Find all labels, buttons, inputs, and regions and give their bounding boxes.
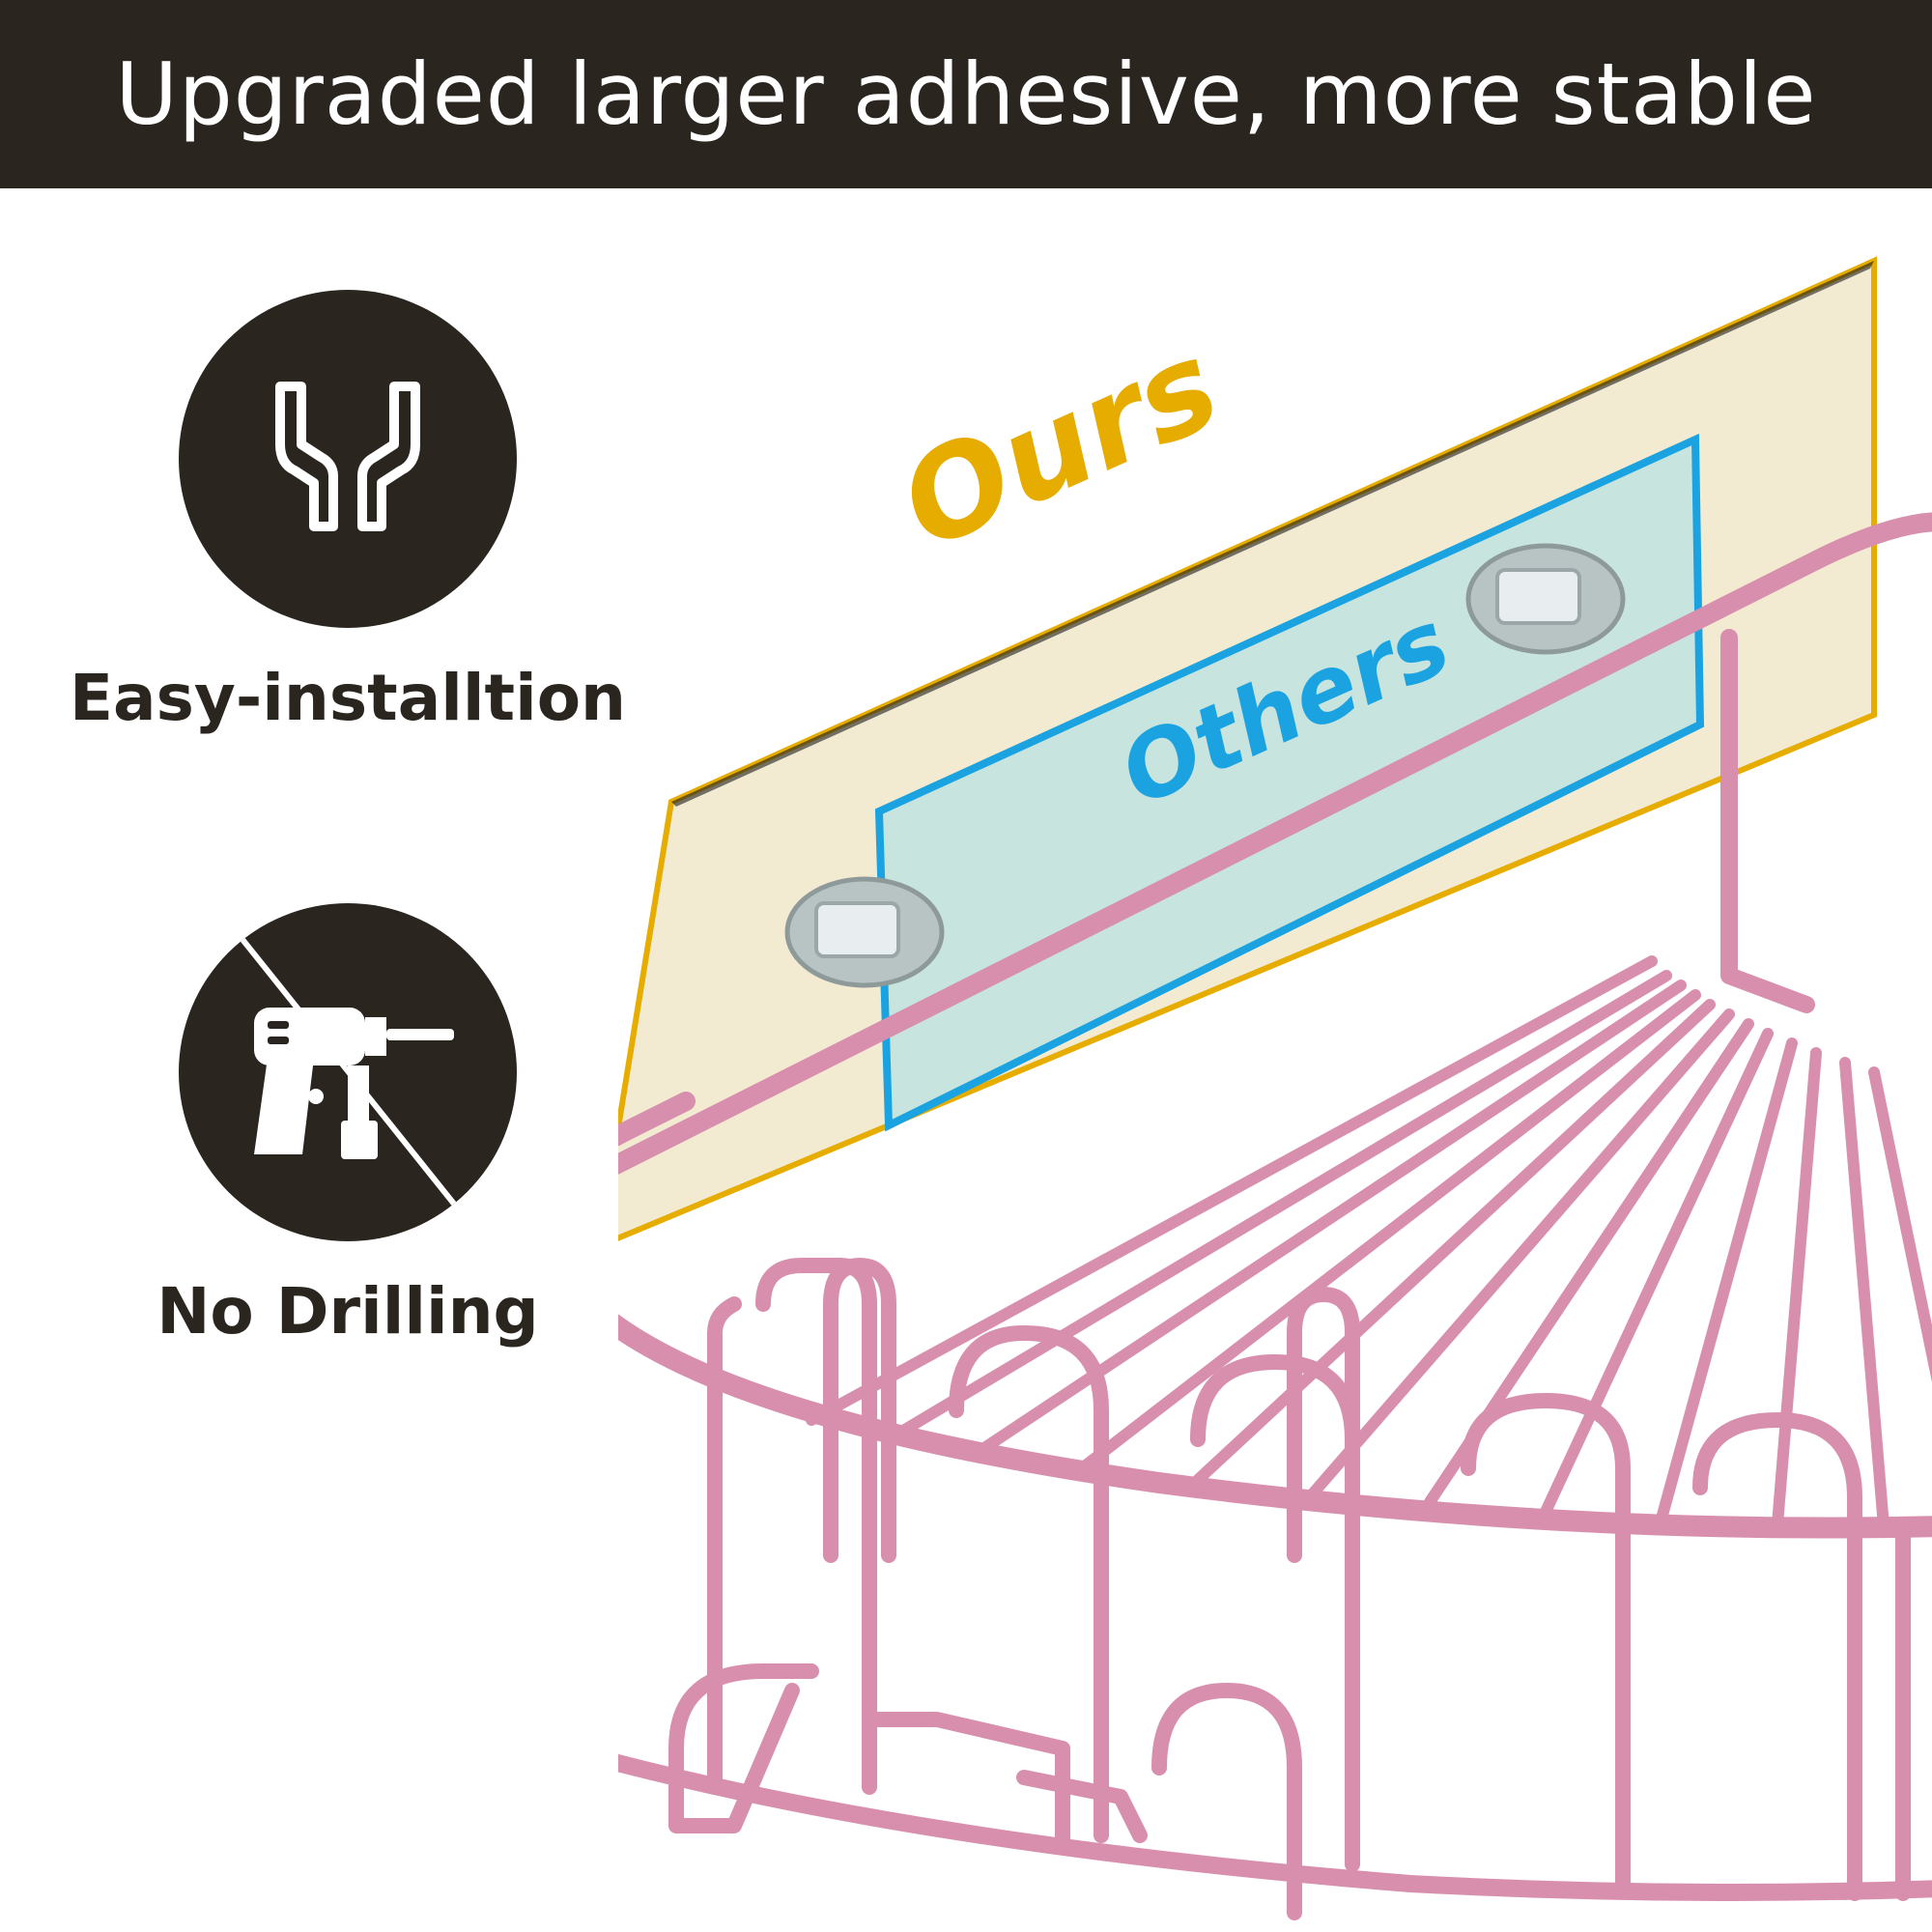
no-drill-icon	[234, 930, 471, 1224]
feature-easy-installation: Easy-installtion	[58, 290, 638, 735]
ours-label: Ours	[881, 313, 1239, 578]
feature-circle-easy-installation	[179, 290, 517, 628]
mount-clip-right	[1465, 543, 1626, 655]
mount-clip-left	[784, 876, 945, 988]
product-illustration: Ours Others	[618, 242, 1932, 1932]
hands-icon	[275, 382, 420, 531]
corner-rack-illustration: Ours Others	[618, 256, 1932, 1920]
feature-label-easy-installation: Easy-installtion	[69, 661, 627, 735]
feature-label-no-drilling: No Drilling	[156, 1274, 539, 1349]
banner-title: Upgraded larger adhesive, more stable	[115, 44, 1817, 144]
top-banner: Upgraded larger adhesive, more stable	[0, 0, 1932, 188]
feature-circle-no-drilling	[179, 903, 517, 1241]
feature-no-drilling: No Drilling	[58, 903, 638, 1349]
